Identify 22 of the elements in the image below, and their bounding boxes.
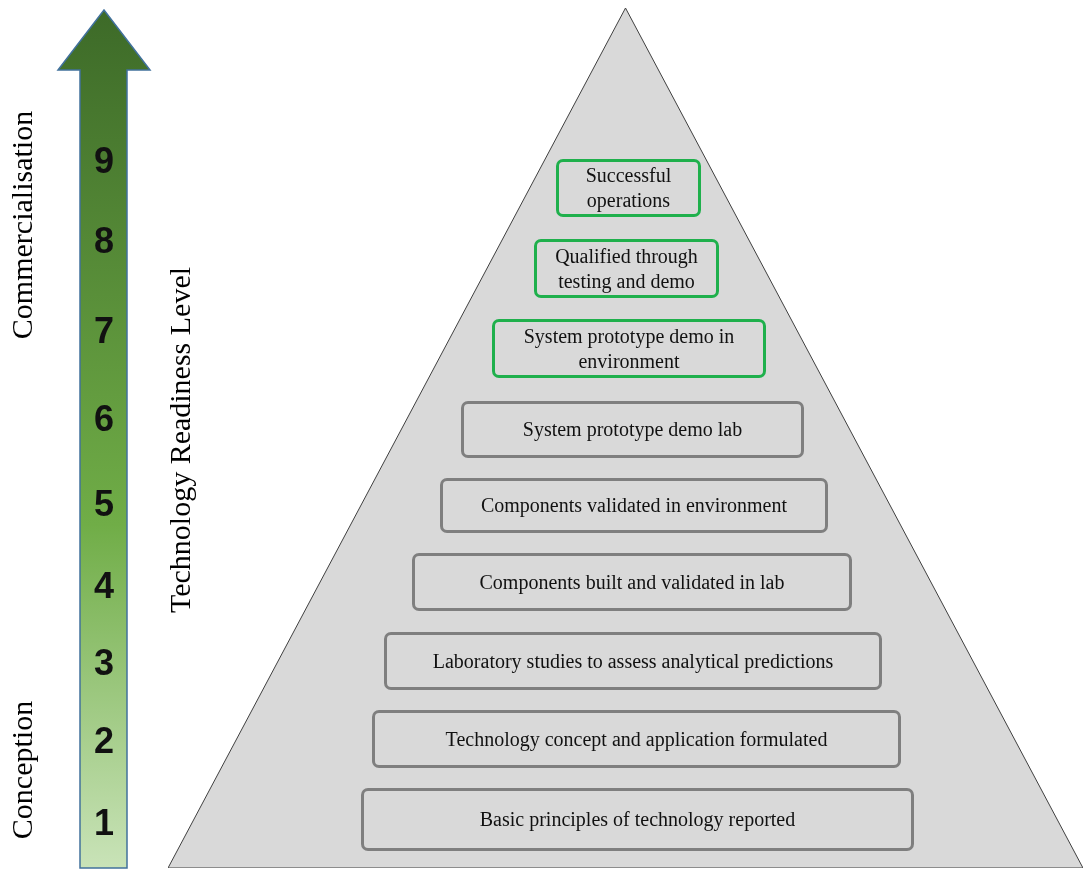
level-number: 4 [94,565,114,607]
level-number: 2 [94,720,114,762]
level-box: Basic principles of technology reported [361,788,914,851]
level-number: 5 [94,483,114,525]
level-box: System prototype demo lab [461,401,804,458]
level-number: 7 [94,310,114,352]
pyramid-shape [168,8,1083,868]
stage-label: Conception [5,700,40,840]
level-box: Technology concept and application formulated [372,710,901,768]
level-box: Components validated in environment [440,478,828,533]
level-number: 8 [94,220,114,262]
level-box: Successful operations [556,159,701,217]
axis-title: Technology Readiness Level [163,266,198,614]
level-box: Components built and validated in lab [412,553,852,611]
level-box: System prototype demo in environment [492,319,766,378]
stage-label: Commercialisation [5,110,40,340]
level-number: 3 [94,642,114,684]
level-number: 1 [94,802,114,844]
level-box: Qualified through testing and demo [534,239,719,298]
level-number: 6 [94,398,114,440]
level-box: Laboratory studies to assess analytical predictions [384,632,882,690]
level-number: 9 [94,140,114,182]
